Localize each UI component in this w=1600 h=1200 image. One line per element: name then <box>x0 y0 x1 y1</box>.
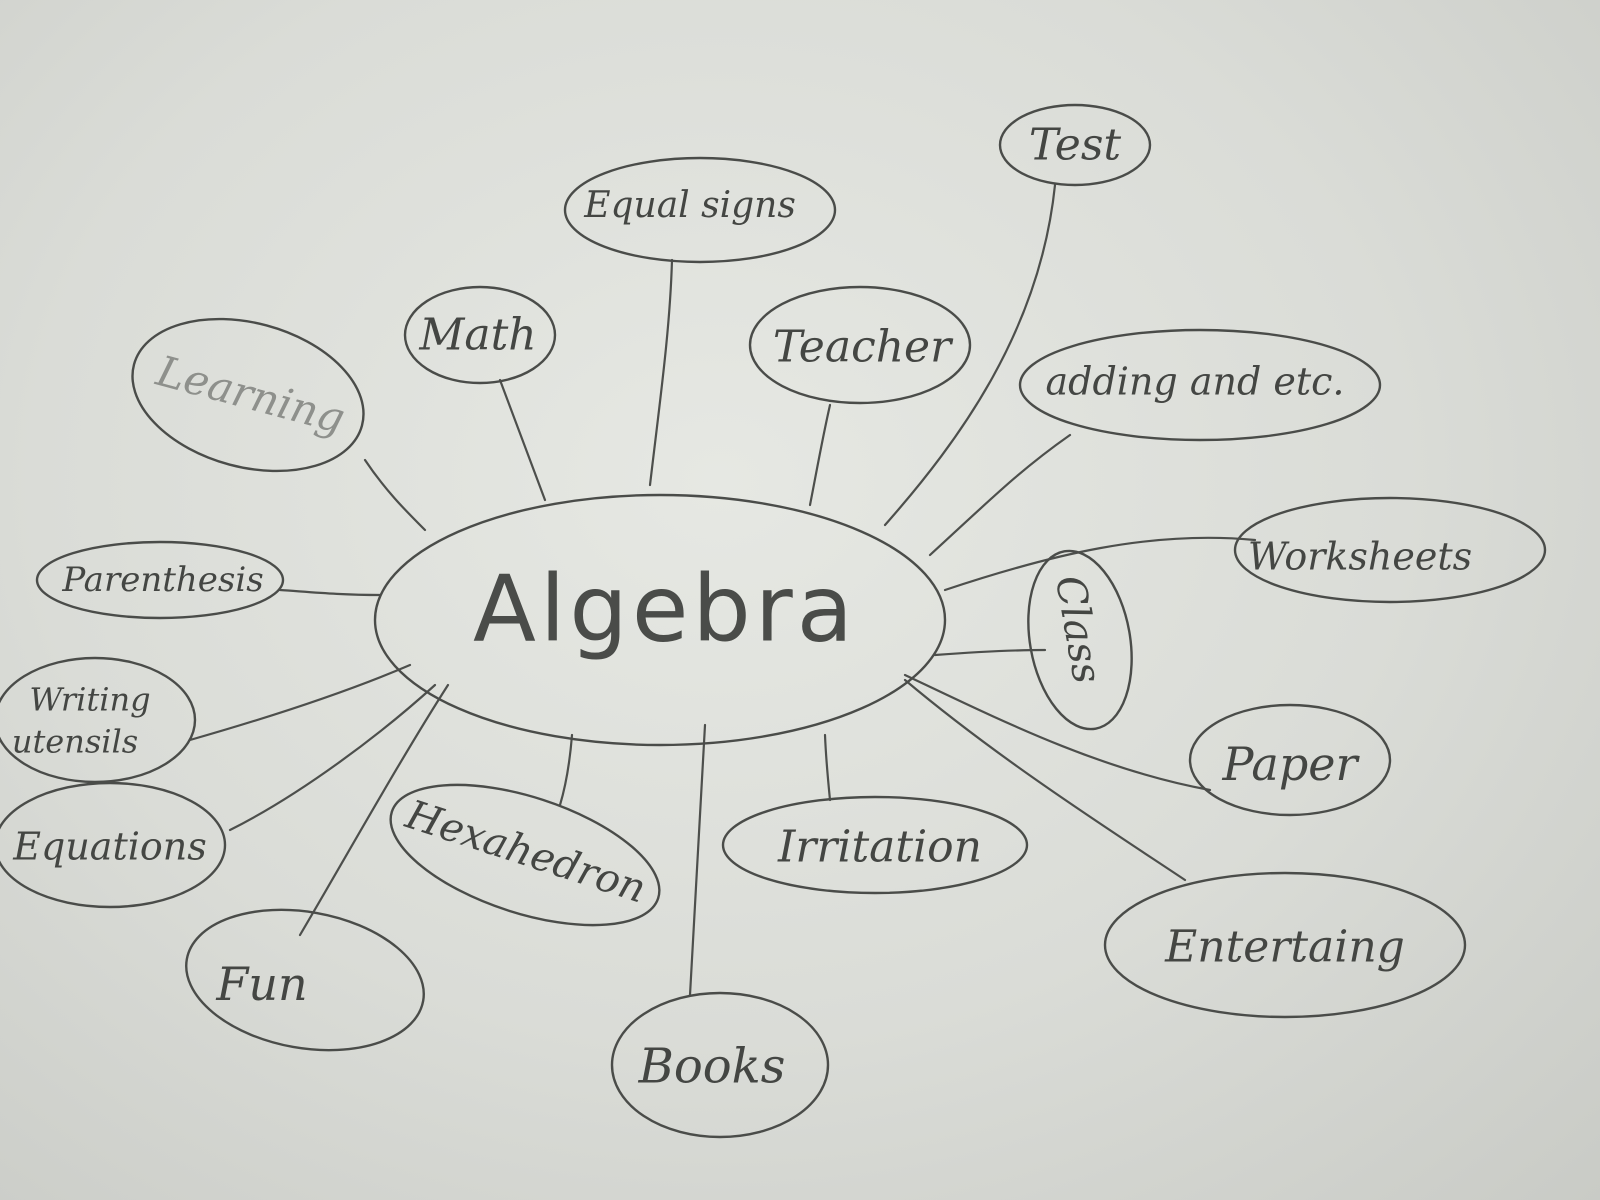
node-ellipse <box>721 795 1029 895</box>
node-teacher: Teacher <box>748 285 972 405</box>
connector-lines <box>188 183 1257 997</box>
node-fun: Fun <box>185 908 425 1052</box>
node-label: Teacher <box>773 322 954 373</box>
node-equations: Equations <box>0 781 227 909</box>
edge-parenthesis <box>278 588 382 597</box>
node-irritation: Irritation <box>721 795 1029 895</box>
node-math: Math <box>403 285 557 385</box>
edge-entertaining <box>903 678 1187 882</box>
node-adding: adding and etc. <box>1018 328 1382 442</box>
edge-fun <box>298 683 450 937</box>
center-label: Algebra <box>473 555 857 662</box>
edge-writing-utensils <box>188 663 412 742</box>
node-label: Learning <box>151 346 350 443</box>
node-label: Paper <box>1222 737 1361 791</box>
node-label-line-2: utensils <box>12 723 138 761</box>
node-label: Books <box>638 1039 786 1095</box>
node-hexahedron: Hexahedron <box>389 783 661 927</box>
edge-learning <box>363 458 427 532</box>
node-ellipse <box>185 908 425 1052</box>
node-label: Hexahedron <box>399 791 651 912</box>
edge-paper <box>903 673 1212 792</box>
node-ellipse <box>1188 703 1392 817</box>
node-ellipse <box>610 991 830 1139</box>
edge-class <box>933 648 1047 657</box>
node-ellipse <box>0 781 227 909</box>
node-books: Books <box>610 991 830 1139</box>
node-label: Worksheets <box>1248 535 1472 579</box>
node-label: adding and etc. <box>1046 360 1345 404</box>
node-writing-utensils: Writing utensils <box>0 656 197 784</box>
node-ellipse <box>1018 328 1382 442</box>
node-learning: Learning <box>131 317 365 473</box>
node-ellipse <box>403 285 557 385</box>
node-label: Entertaing <box>1164 922 1405 973</box>
node-label: Class <box>1046 572 1110 687</box>
edge-equal-signs <box>648 258 674 487</box>
node-parenthesis: Parenthesis <box>35 540 285 620</box>
node-ellipse <box>1027 549 1133 731</box>
node-ellipse <box>563 156 837 264</box>
node-label: Math <box>418 310 536 361</box>
node-label-line-1: Writing <box>29 681 150 719</box>
node-label: Irritation <box>777 822 982 873</box>
node-class: Class <box>1027 549 1133 731</box>
edge-math <box>498 378 547 502</box>
node-label: Equations <box>12 825 206 869</box>
edge-irritation <box>823 733 832 802</box>
edge-test <box>883 183 1057 527</box>
node-worksheets: Worksheets <box>1233 496 1547 604</box>
node-equal-signs: Equal signs <box>563 156 837 264</box>
edge-teacher <box>808 403 832 507</box>
node-ellipse <box>1233 496 1547 604</box>
node-label: Equal signs <box>583 185 796 226</box>
edge-books <box>688 723 707 997</box>
edge-adding <box>928 433 1072 557</box>
node-ellipse <box>389 783 661 927</box>
node-ellipse <box>748 285 972 405</box>
node-entertaining: Entertaing <box>1103 871 1467 1019</box>
center-ellipse <box>373 493 947 747</box>
center-node: Algebra <box>373 493 947 747</box>
node-ellipse <box>998 103 1152 187</box>
node-ellipse <box>1103 871 1467 1019</box>
edge-worksheets <box>943 536 1257 592</box>
node-ellipse <box>131 317 365 473</box>
node-label: Parenthesis <box>61 560 263 600</box>
node-label: Fun <box>215 957 307 1011</box>
node-ellipse <box>35 540 285 620</box>
node-label: Test <box>1029 120 1122 171</box>
edge-equations <box>228 683 437 832</box>
node-ellipse <box>0 656 197 784</box>
edge-hexahedron <box>558 733 574 807</box>
node-paper: Paper <box>1188 703 1392 817</box>
node-test: Test <box>998 103 1152 187</box>
